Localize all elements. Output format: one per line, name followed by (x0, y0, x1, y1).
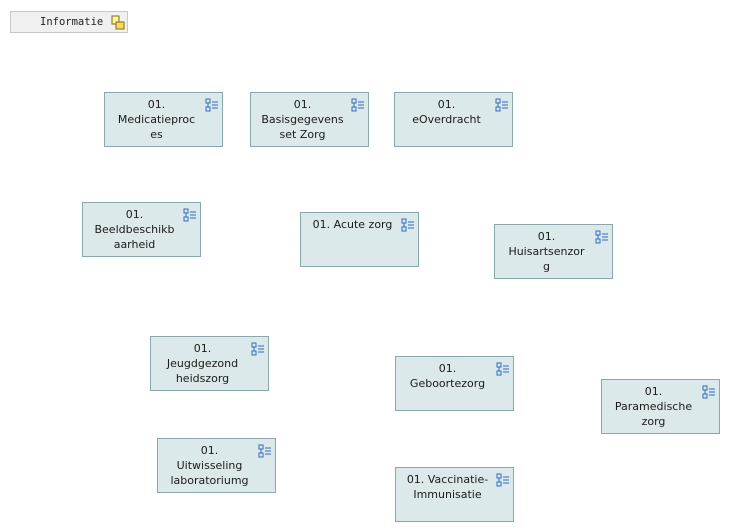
component-icon (496, 473, 509, 487)
node-label: 01. Medicatieproc es (117, 98, 196, 141)
node-label: 01. Uitwisseling laboratoriumg (170, 444, 249, 487)
node-label: 01. Paramedische zorg (614, 385, 693, 428)
component-icon (495, 98, 508, 112)
node-eoverdracht[interactable]: 01. eOverdracht (394, 92, 513, 147)
node-label: 01. Basisgegevens set Zorg (261, 98, 344, 141)
node-label: 01. Beeldbeschikb aarheid (94, 208, 175, 251)
node-jeugdgezondheidszorg[interactable]: 01. Jeugdgezond heidszorg (150, 336, 269, 391)
node-paramedische-zorg[interactable]: 01. Paramedische zorg (601, 379, 720, 434)
node-label: 01. eOverdracht (412, 98, 481, 126)
component-icon (205, 98, 218, 112)
component-icon (351, 98, 364, 112)
node-medicatieproces[interactable]: 01. Medicatieproc es (104, 92, 223, 147)
component-icon (496, 362, 509, 376)
package-label: Informatie (40, 16, 104, 28)
node-uitwisseling-laboratorium[interactable]: 01. Uitwisseling laboratoriumg (157, 438, 276, 493)
node-huisartsenzorg[interactable]: 01. Huisartsenzor g (494, 224, 613, 279)
node-label: 01. Jeugdgezond heidszorg (166, 342, 239, 385)
node-label: 01. Acute zorg (312, 218, 393, 231)
component-icon (595, 230, 608, 244)
node-acute-zorg[interactable]: 01. Acute zorg (300, 212, 419, 267)
node-label: 01. Geboortezorg (409, 362, 486, 390)
node-basisgegevensset[interactable]: 01. Basisgegevens set Zorg (250, 92, 369, 147)
component-icon (401, 218, 414, 232)
node-geboortezorg[interactable]: 01. Geboortezorg (395, 356, 514, 411)
node-label: 01. Vaccinatie- Immunisatie (406, 473, 489, 501)
component-icon (702, 385, 715, 399)
component-icon (258, 444, 271, 458)
node-label: 01. Huisartsenzor g (508, 230, 585, 273)
package-header[interactable]: Informatie (10, 11, 128, 33)
node-beeldbeschikbaarheid[interactable]: 01. Beeldbeschikb aarheid (82, 202, 201, 257)
component-icon (251, 342, 264, 356)
package-icon (111, 15, 125, 30)
component-icon (183, 208, 196, 222)
node-vaccinatie-immunisatie[interactable]: 01. Vaccinatie- Immunisatie (395, 467, 514, 522)
